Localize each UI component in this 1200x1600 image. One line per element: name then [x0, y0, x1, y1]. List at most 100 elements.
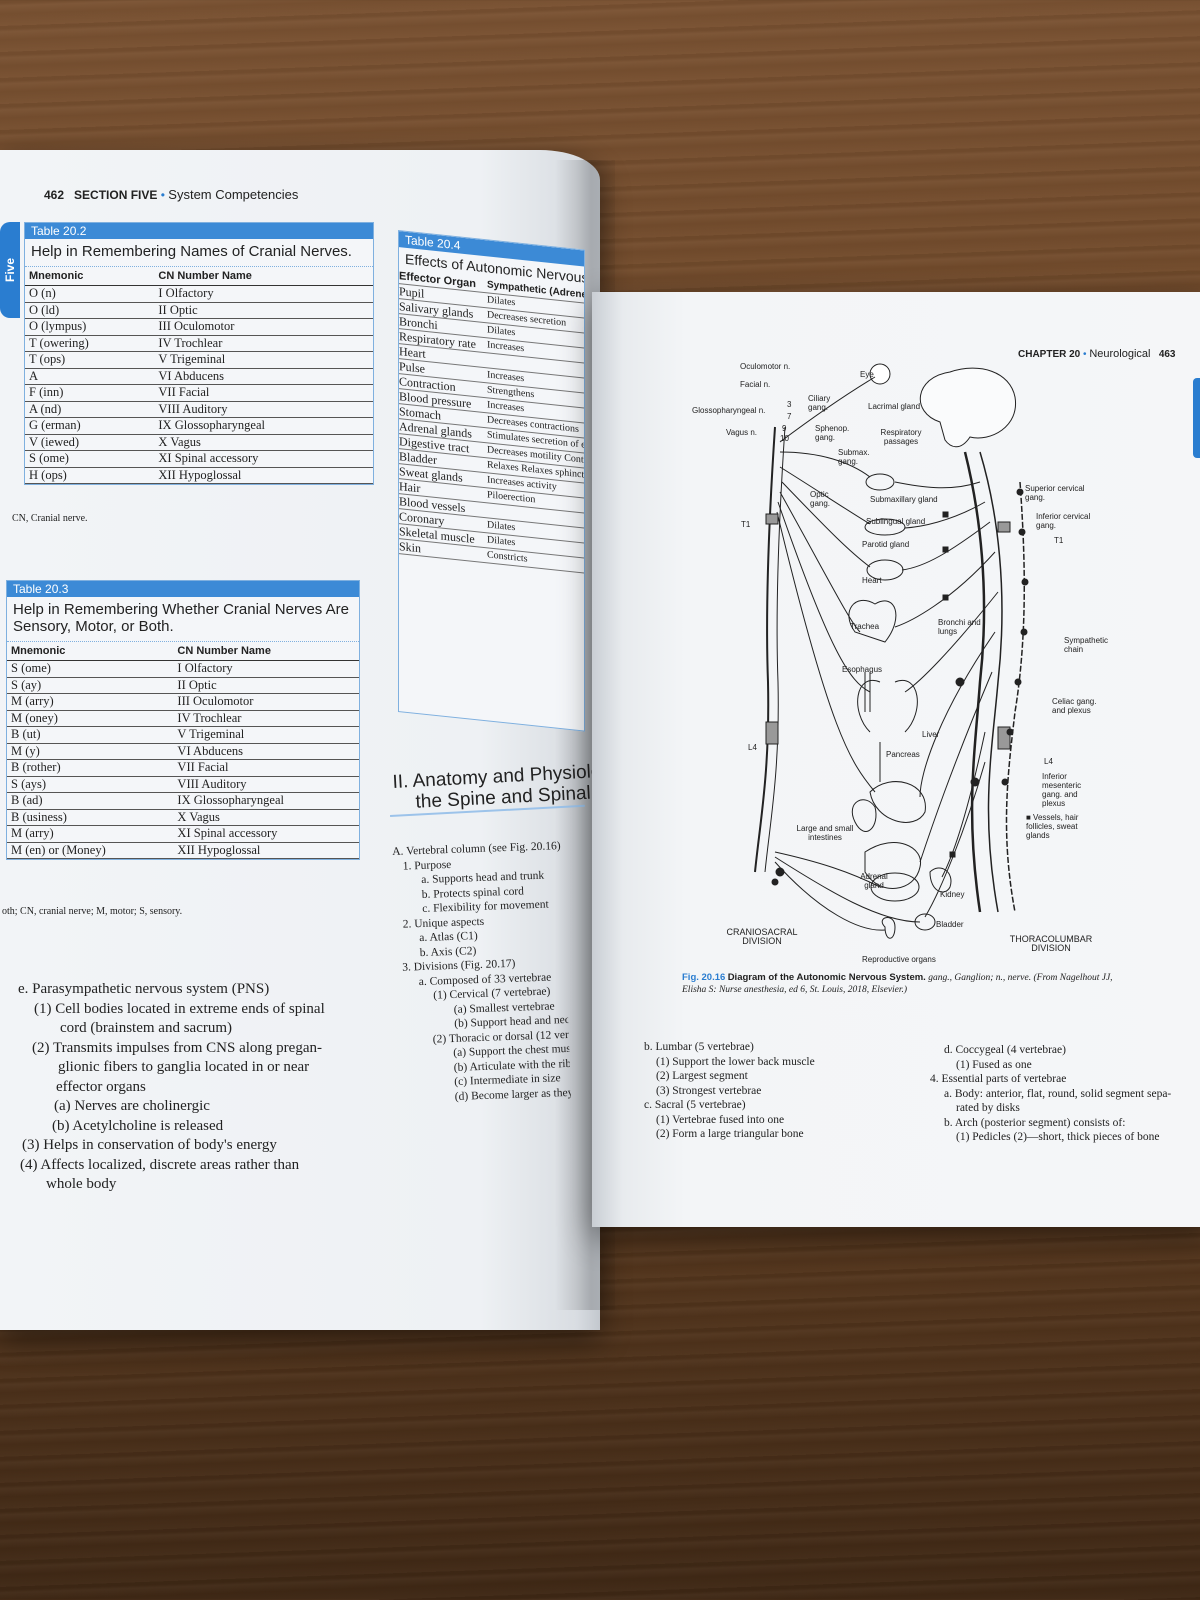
outline-line: cord (brainstem and sacrum) [60, 1020, 233, 1036]
table-row: S (ay)II Optic [7, 677, 359, 694]
mnemonic-cell: O (ld) [25, 302, 155, 319]
table-row: O (n)I Olfactory [25, 285, 373, 303]
column-header: Mnemonic [7, 642, 174, 661]
table-row: M (oney)IV Trochlear [7, 710, 359, 727]
mnemonic-cell: G (erman) [25, 417, 155, 435]
label-respiratory: Respiratory passages [880, 428, 922, 446]
figure-caption: Fig. 20.16 Diagram of the Autonomic Nerv… [682, 972, 1122, 996]
mnemonic-cell: S (ays) [7, 776, 174, 793]
table-row: S (ome)XI Spinal accessory [25, 450, 373, 468]
table-row: T (owering)IV Trochlear [25, 335, 373, 352]
pns-outline: e. Parasympathetic nervous system (PNS) … [18, 980, 325, 1195]
mnemonic-cell: O (lympus) [25, 318, 155, 336]
nerve-cell: VII Facial [154, 384, 373, 402]
label-pancreas: Pancreas [886, 750, 920, 759]
mnemonic-cell: F (inn) [25, 384, 155, 402]
nerve-cell: III Oculomotor [154, 318, 373, 336]
section-side-tab: Five [0, 222, 20, 318]
label-thoracolumbar-division: THORACOLUMBAR DIVISION [1009, 934, 1093, 953]
table-20-2: Table 20.2 Help in Remembering Names of … [24, 222, 374, 485]
nerve-cell: X Vagus [154, 434, 373, 451]
mnemonic-cell: T (owering) [25, 335, 155, 352]
mnemonic-cell: O (n) [25, 285, 155, 303]
table-row: B (usiness)X Vagus [7, 809, 359, 826]
mnemonic-cell: S (ay) [7, 677, 174, 694]
thoracolumbar-cord [963, 451, 986, 913]
label-lacrimal: Lacrimal gland [868, 402, 921, 411]
label-t1-left: T1 [741, 520, 751, 529]
autonomic-nervous-system-diagram [754, 363, 1029, 939]
figure-credit: gang., Ganglion; n., nerve. (From Nagelh… [682, 973, 1113, 995]
column-header: CN Number Name [154, 267, 373, 286]
label-craniosacral-division: CRANIOSACRAL DIVISION [726, 927, 798, 946]
table-row: M (arry)XI Spinal accessory [7, 825, 359, 843]
mnemonic-cell: H (ops) [25, 467, 155, 484]
effect-cell: Dilates [487, 534, 516, 549]
table-title: Help in Remembering Whether Cranial Nerv… [7, 597, 359, 642]
nerve-cell: X Vagus [173, 809, 359, 826]
nerve-cell: II Optic [173, 677, 359, 694]
table-20-3: Table 20.3 Help in Remembering Whether C… [6, 580, 360, 860]
label-n3: 3 [787, 400, 792, 409]
right-page-header: CHAPTER 20 • Neurological 463 [1018, 348, 1176, 360]
table-row: V (iewed)X Vagus [25, 434, 373, 451]
outline-line: d. Coccygeal (4 vertebrae) [944, 1044, 1066, 1056]
nerve-cell: VIII Auditory [173, 776, 359, 793]
label-n9: 9 [782, 424, 787, 433]
chapter-subtitle: Neurological [1089, 348, 1151, 360]
right-page [592, 292, 1200, 1227]
effect-cell: Dilates [487, 519, 516, 534]
outline-line: c. Sacral (5 vertebrae) [644, 1099, 746, 1111]
label-sphenop: Sphenop. gang. [815, 424, 850, 442]
outline-line: (1) Fused as one [956, 1058, 1032, 1071]
table-row: S (ome)I Olfactory [7, 660, 359, 678]
outline-line: (3) Helps in conservation of body's ener… [22, 1137, 277, 1153]
spine-outline: A. Vertebral column (see Fig. 20.16) 1. … [392, 839, 571, 1106]
label-l4-right: L4 [1044, 757, 1053, 766]
craniosacral-cord [754, 426, 776, 873]
outline-line: glionic fibers to ganglia located in or … [58, 1059, 310, 1075]
nerve-cell: III Oculomotor [173, 693, 359, 711]
table-caption: Table 20.3 [7, 581, 359, 597]
label-liver: Liver [922, 730, 940, 739]
outline-line: (4) Affects localized, discrete areas ra… [20, 1156, 300, 1173]
nerve-cell: V Trigeminal [173, 726, 359, 744]
left-page-header: 462 SECTION FIVE • System Competencies [44, 187, 299, 202]
sympathetic-chain [1005, 481, 1025, 913]
nerve-cell: XI Spinal accessory [173, 825, 359, 843]
nerve-cell: VI Abducens [154, 368, 373, 385]
right-page-number: 463 [1158, 349, 1176, 360]
label-esophagus: Esophagus [842, 665, 883, 674]
nerve-cell: XII Hypoglossal [154, 467, 373, 484]
mnemonic-cell: M (arry) [7, 693, 174, 711]
outline-line: b. Lumbar (5 vertebrae) [644, 1041, 754, 1053]
table-20-2-footnote: CN, Cranial nerve. [12, 513, 88, 524]
effect-cell: Constricts [487, 549, 528, 565]
table-row: F (inn)VII Facial [25, 384, 373, 402]
outline-line: whole body [46, 1176, 117, 1192]
table-20-4: Table 20.4 Effects of Autonomic Nervous … [398, 230, 585, 732]
figure-number: Fig. 20.16 [682, 972, 726, 983]
mnemonic-cell: A (nd) [25, 401, 155, 418]
right-column-1: b. Lumbar (5 vertebrae) (1) Support the … [644, 1040, 815, 1142]
nerve-cell: IX Glossopharyngeal [173, 792, 359, 810]
right-side-tab [1193, 378, 1200, 458]
label-t1-right: T1 [1054, 536, 1064, 545]
outline-line: effector organs [56, 1078, 146, 1095]
mnemonic-cell: V (iewed) [25, 434, 155, 451]
nerve-cell: IV Trochlear [154, 335, 373, 352]
brain-outline [919, 367, 1016, 448]
outline-line: (b) Acetylcholine is released [52, 1117, 224, 1134]
label-kidney: Kidney [940, 890, 965, 899]
label-heart: Heart [862, 576, 882, 585]
label-ciliary: Ciliary gang. [808, 394, 831, 412]
table-title: Help in Remembering Names of Cranial Ner… [25, 239, 373, 267]
nerve-cell: VIII Auditory [154, 401, 373, 418]
outline-line: 4. Essential parts of vertebrae [930, 1073, 1067, 1085]
outline-line: (1) Vertebrae fused into one [656, 1113, 785, 1126]
table-20-3-footnote: oth; CN, cranial nerve; M, motor; S, sen… [2, 906, 183, 917]
nerve-cell: VI Abducens [173, 743, 359, 760]
